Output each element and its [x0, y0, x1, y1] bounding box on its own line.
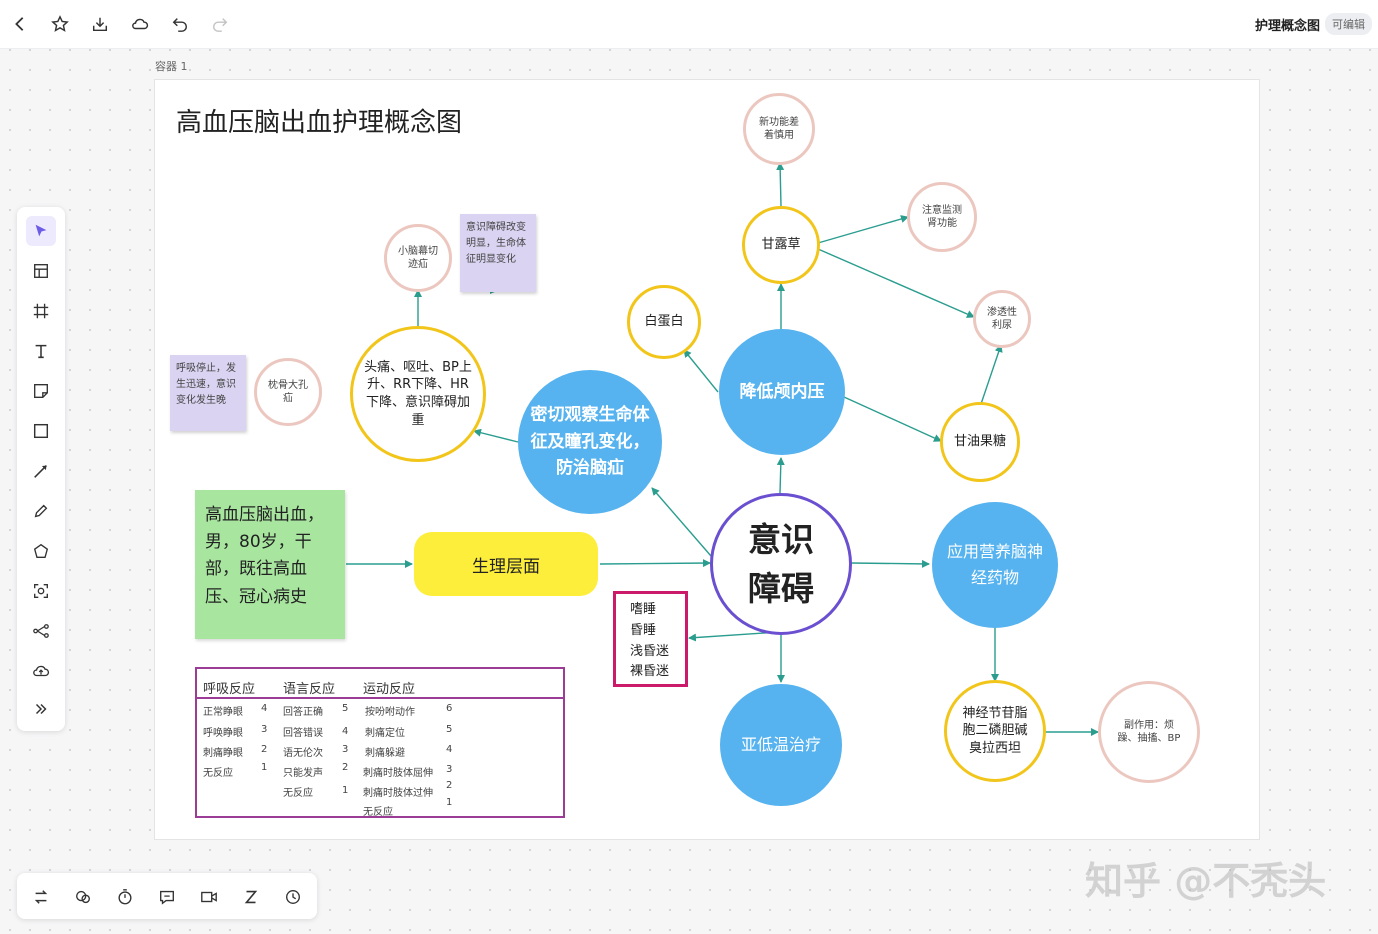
- center-node-line-2: 障碍: [748, 569, 814, 608]
- symptoms-node[interactable]: 头痛、呕吐、BP上升、RR下降、HR下降、意识障碍加重: [350, 326, 486, 462]
- select-cursor-icon[interactable]: [26, 216, 56, 246]
- table-cell: 无反应: [203, 768, 233, 779]
- level-item: 嗜睡: [630, 602, 657, 617]
- physiology-node[interactable]: 生理层面: [414, 532, 598, 596]
- lower-icp-node[interactable]: 降低颅内压: [719, 329, 845, 455]
- switch-icon[interactable]: [28, 884, 54, 910]
- level-item: 昏睡: [630, 622, 657, 638]
- ai-scan-icon[interactable]: [26, 576, 56, 606]
- diagram-title[interactable]: 高血压脑出血护理概念图: [176, 108, 463, 138]
- gcs-score-table[interactable]: 呼吸反应 语言反应 运动反应 正常睁眼 呼唤睁眼 刺痛睁眼 无反应 4 3 2 …: [195, 667, 565, 818]
- text-icon[interactable]: [26, 336, 56, 366]
- back-icon[interactable]: [8, 12, 32, 36]
- shape-pentagon-icon[interactable]: [26, 536, 56, 566]
- sticky-note-consciousness[interactable]: 意识障碍改变明显，生命体征明显变化: [460, 214, 536, 292]
- table-score: 4: [261, 703, 268, 714]
- table-score: 2: [342, 762, 349, 773]
- side-effect-node[interactable]: 副作用：烦躁、抽搐、BP: [1098, 681, 1200, 783]
- header-eye-response: 呼吸反应: [203, 682, 256, 697]
- sticky-note-icon[interactable]: [26, 376, 56, 406]
- connector-line-icon[interactable]: [26, 456, 56, 486]
- table-cell: 语无伦次: [283, 748, 323, 759]
- table-cell: 呼唤睁眼: [203, 728, 243, 739]
- cloud-icon[interactable]: [128, 12, 152, 36]
- comments-icon[interactable]: [70, 884, 96, 910]
- history-icon[interactable]: [280, 884, 306, 910]
- level-item: 浅昏迷: [630, 643, 670, 659]
- sticky-note-breathing[interactable]: 呼吸停止，发生迅速，意识变化发生晚: [170, 355, 246, 431]
- table-cell: 刺痛时肢体屈伸: [363, 768, 433, 779]
- pen-icon[interactable]: [26, 496, 56, 526]
- table-score: 1: [342, 785, 349, 796]
- table-cell: 正常睁眼: [203, 707, 243, 718]
- table-cell: 刺痛躲避: [365, 748, 405, 759]
- citicoline-node[interactable]: 神经节苷脂胞二磷胆碱臭拉西坦: [944, 680, 1046, 782]
- undo-icon[interactable]: [168, 12, 192, 36]
- gcs-table-header: 呼吸反应 语言反应 运动反应: [197, 669, 563, 699]
- video-icon[interactable]: [196, 884, 222, 910]
- table-score: 1: [446, 797, 453, 808]
- watermark: 知乎 @不秃头: [1085, 859, 1327, 903]
- renal-poor-caution-node[interactable]: 新功能差着慎用: [743, 93, 815, 165]
- table-score: 3: [342, 744, 349, 755]
- table-cell: 无反应: [283, 788, 313, 799]
- albumin-node[interactable]: 白蛋白: [627, 285, 701, 359]
- table-score: 2: [446, 780, 453, 791]
- center-node-consciousness[interactable]: 意识 障碍: [710, 493, 852, 635]
- chat-icon[interactable]: [154, 884, 180, 910]
- edit-status-badge: 可编辑: [1325, 13, 1372, 35]
- hypothermia-node[interactable]: 亚低温治疗: [720, 684, 842, 806]
- header-motor-response: 运动反应: [363, 682, 416, 697]
- osmotic-diuresis-node[interactable]: 渗透性利尿: [973, 290, 1031, 348]
- left-toolbar: [17, 207, 65, 731]
- timer-icon[interactable]: [112, 884, 138, 910]
- table-score: 5: [342, 703, 349, 714]
- star-icon[interactable]: [48, 12, 72, 36]
- center-node-line-1: 意识: [748, 519, 814, 559]
- table-cell: 只能发声: [283, 768, 323, 779]
- mindmap-icon[interactable]: [26, 616, 56, 646]
- table-score: 6: [446, 703, 453, 714]
- top-bar: 护理概念图 可编辑: [0, 0, 1378, 49]
- table-score: 4: [342, 726, 349, 737]
- rectangle-icon[interactable]: [26, 416, 56, 446]
- table-score: 2: [261, 744, 268, 755]
- observe-node[interactable]: 密切观察生命体征及瞳孔变化，防治脑疝: [518, 370, 662, 514]
- level-item: 裸昏迷: [630, 664, 670, 680]
- frame-icon[interactable]: [26, 296, 56, 326]
- table-cell: 刺痛定位: [365, 728, 405, 739]
- template-icon[interactable]: [26, 256, 56, 286]
- patient-info-box[interactable]: 高血压脑出血，男，80岁，干部，既往高血压、冠心病史: [195, 490, 345, 639]
- table-cell: 按吩咐动作: [365, 707, 415, 718]
- table-score: 5: [446, 724, 453, 735]
- mannitol-node[interactable]: 甘露草: [742, 206, 820, 284]
- download-icon[interactable]: [88, 12, 112, 36]
- neuro-drug-node[interactable]: 应用营养脑神经药物: [932, 502, 1058, 628]
- consciousness-levels-box[interactable]: 嗜睡 昏睡 浅昏迷 裸昏迷: [613, 591, 688, 687]
- upload-cloud-icon[interactable]: [26, 656, 56, 686]
- more-double-chevron-icon[interactable]: [26, 694, 56, 724]
- header-verbal-response: 语言反应: [283, 682, 336, 697]
- table-cell: 刺痛时肢体过伸: [363, 788, 433, 799]
- document-title[interactable]: 护理概念图: [1254, 19, 1320, 34]
- renal-monitor-node[interactable]: 注意监测肾功能: [907, 182, 977, 252]
- zzz-sleep-icon[interactable]: [238, 884, 264, 910]
- table-score: 3: [446, 764, 453, 775]
- table-cell: 刺痛睁眼: [203, 748, 243, 759]
- cerebellar-hernia-node[interactable]: 小脑幕切迹疝: [384, 224, 452, 292]
- redo-icon[interactable]: [208, 12, 232, 36]
- container-label[interactable]: 容器 1: [155, 60, 188, 73]
- bottom-toolbar: [17, 873, 317, 919]
- occipital-hernia-node[interactable]: 枕骨大孔疝: [254, 358, 322, 426]
- table-score: 1: [261, 762, 268, 773]
- table-cell: 无反应: [363, 807, 393, 818]
- table-score: 4: [446, 744, 453, 755]
- table-cell: 回答错误: [283, 728, 323, 739]
- table-score: 3: [261, 724, 268, 735]
- glycerol-fructose-node[interactable]: 甘油果糖: [940, 402, 1020, 482]
- table-cell: 回答正确: [283, 707, 323, 718]
